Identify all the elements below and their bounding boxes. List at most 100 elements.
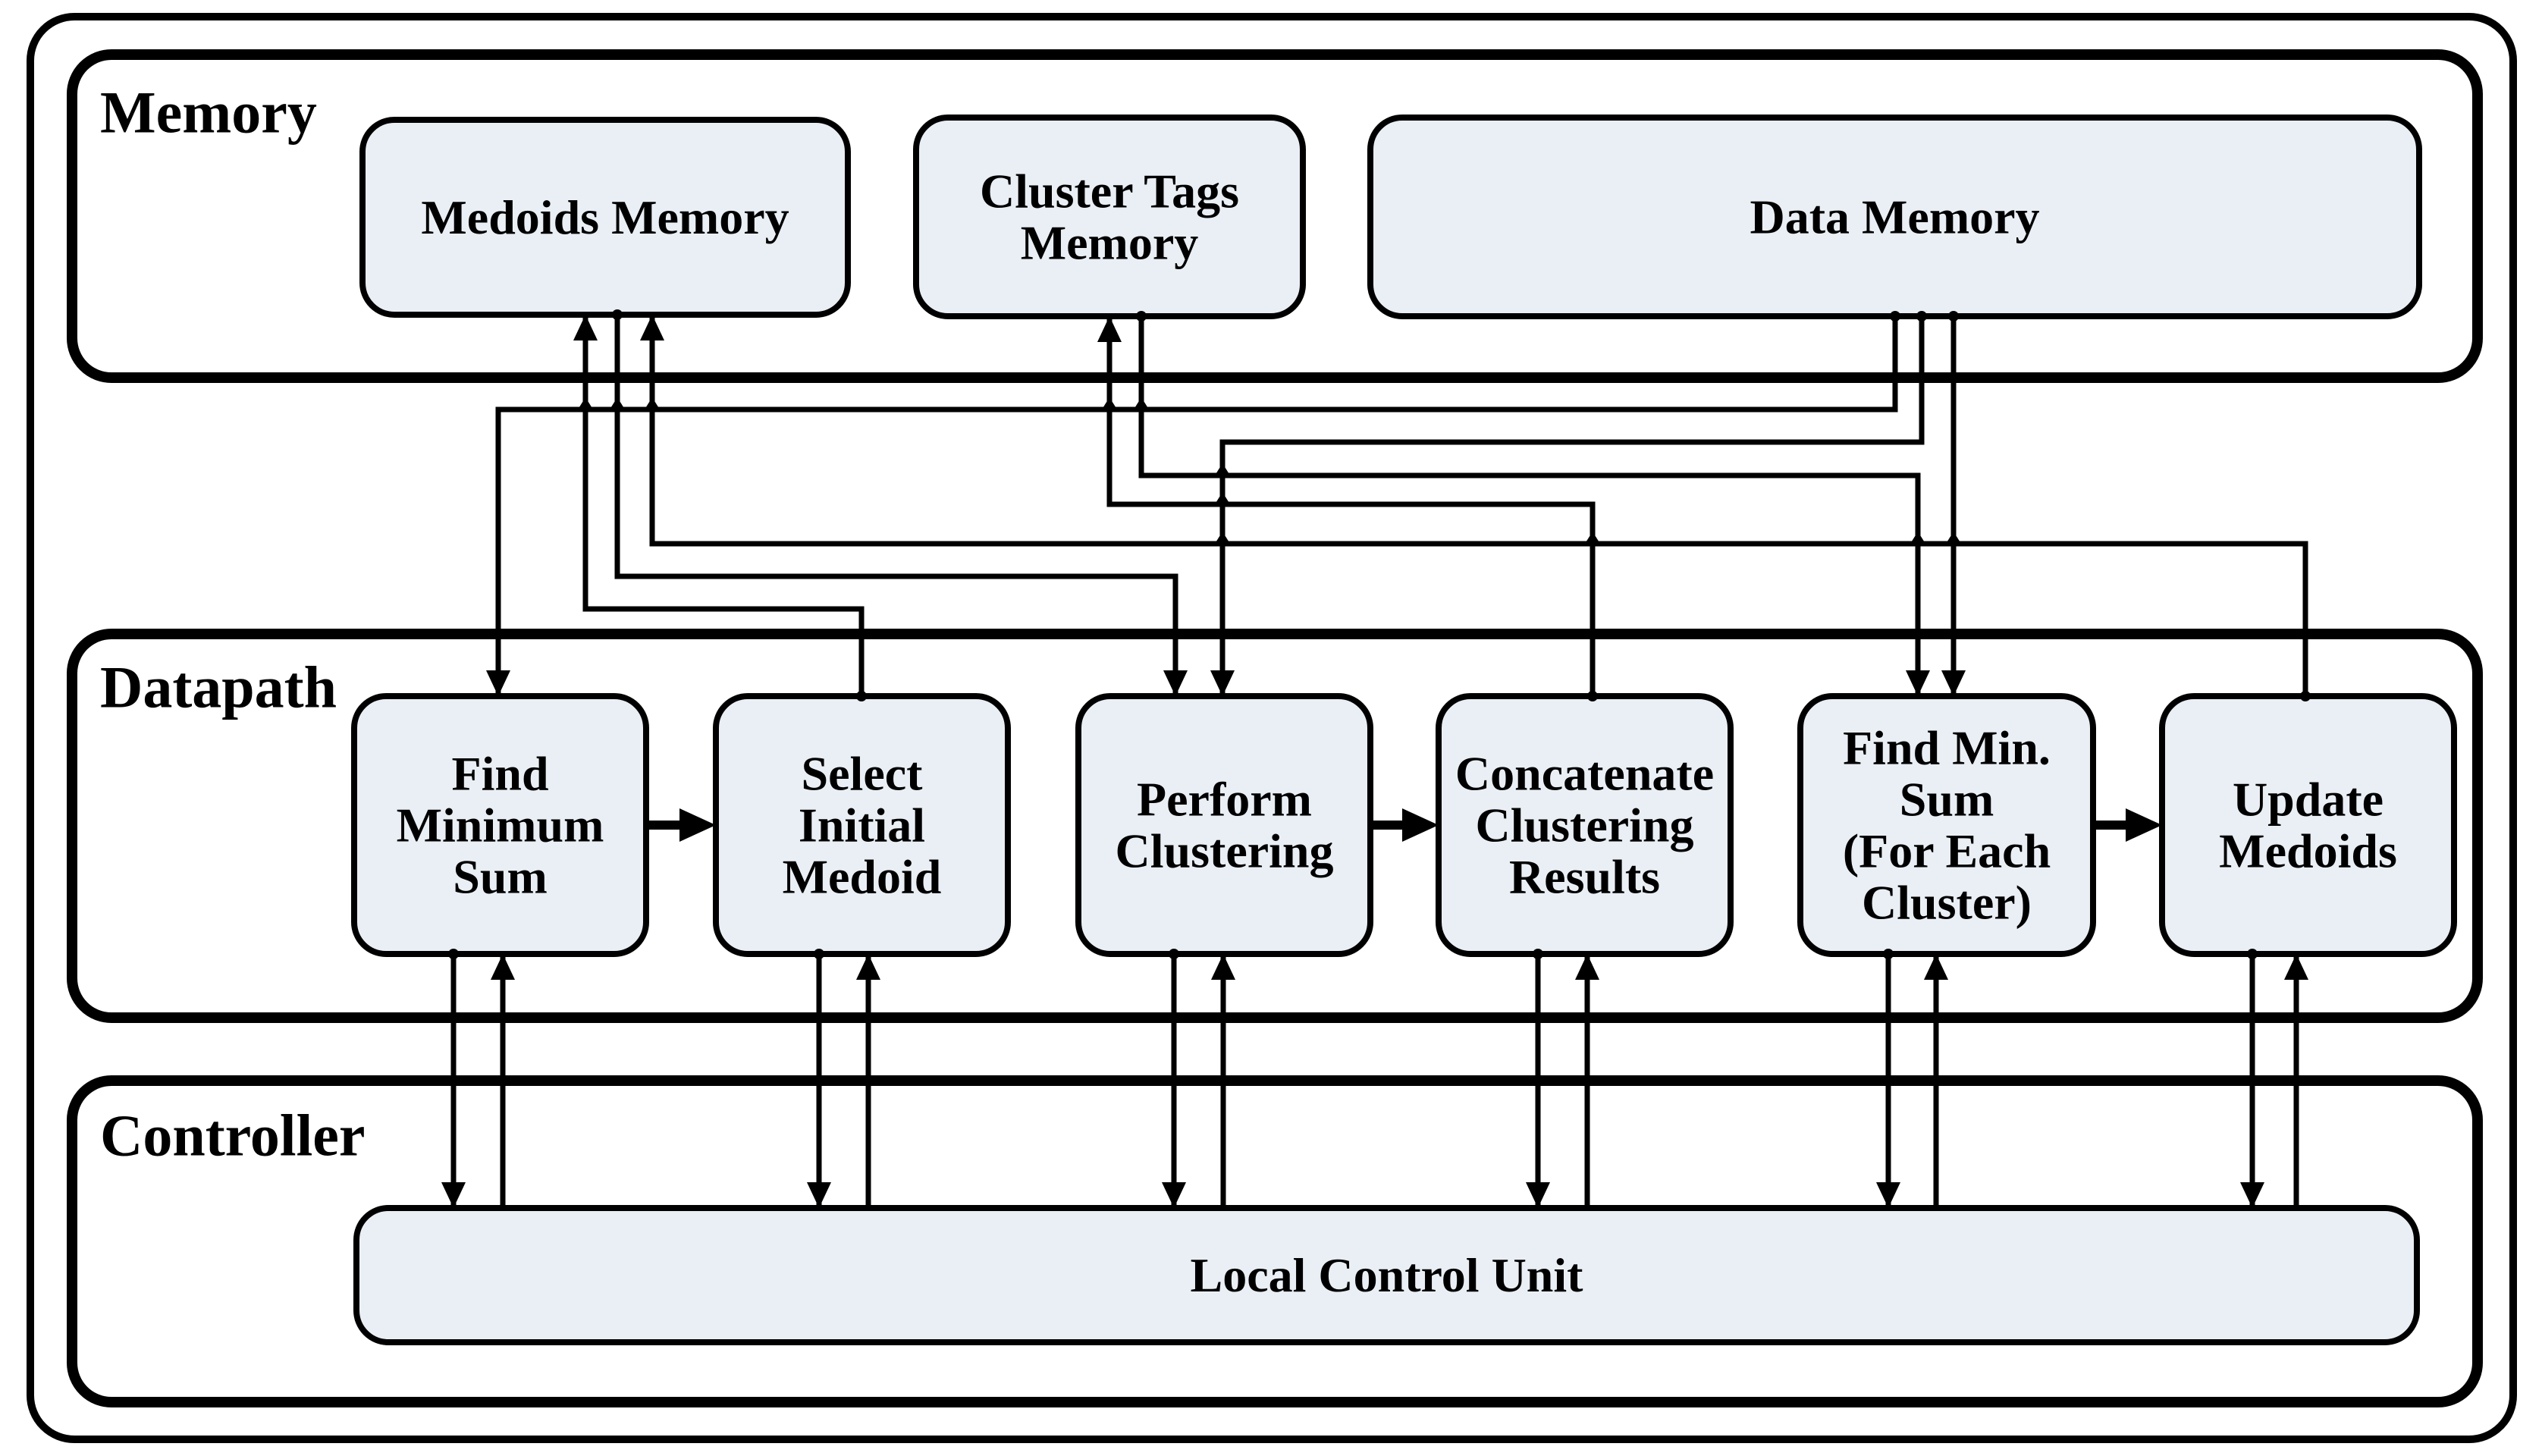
- wire-data-memory-to-find-minimum-sum-bus-arrowhead-icon: [486, 670, 510, 696]
- section-controller-border: [67, 1075, 2483, 1407]
- wire-lcu-to-perform-clustering-arrowhead-icon: [1211, 954, 1235, 980]
- section-memory: Memory: [67, 49, 2483, 383]
- junction-bump: [1213, 532, 1232, 546]
- box-data-memory-label-line: Data Memory: [1750, 190, 2039, 244]
- wire-medoids-memory-to-perform-clustering-junction-dot: [612, 309, 623, 320]
- wire-find-min-sum-cluster-to-lcu-arrowhead-icon: [1876, 1182, 1900, 1208]
- flow-arrow-find-minimum-sum-to-select-initial-medoid-arrowhead-icon: [679, 808, 716, 842]
- flow-arrow-find-minimum-sum-to-select-initial-medoid: [648, 808, 716, 842]
- box-update-medoids-label-line: Update: [2233, 773, 2384, 827]
- wire-select-initial-medoid-to-lcu: [807, 949, 831, 1208]
- wire-lcu-to-find-minimum-sum: [491, 954, 515, 1208]
- wire-cluster-tags-memory-to-find-min-sum-cluster-arrowhead-icon: [1906, 670, 1930, 696]
- junction-bump: [1100, 397, 1119, 412]
- box-find-min-sum-for-each-cluster-label-line: Sum: [1900, 773, 1994, 827]
- wire-lcu-to-concatenate-results-arrowhead-icon: [1575, 954, 1599, 980]
- wire-find-minimum-sum-to-lcu-arrowhead-icon: [441, 1182, 466, 1208]
- wire-find-minimum-sum-to-lcu: [441, 949, 466, 1208]
- box-concatenate-clustering-results-label-line: Clustering: [1476, 799, 1694, 852]
- box-find-minimum-sum-label-line: Minimum: [397, 799, 604, 852]
- box-find-min-sum-for-each-cluster-label-line: Find Min.: [1843, 721, 2051, 775]
- wire-find-minimum-sum-to-lcu-junction-dot: [448, 949, 459, 959]
- box-perform-clustering-label-line: Clustering: [1116, 824, 1334, 878]
- wire-update-medoids-to-medoids-memory-bus-arrowhead-icon: [640, 315, 664, 340]
- flow-arrow-perform-clustering-to-concatenate-results: [1372, 808, 1439, 842]
- wire-find-min-sum-cluster-to-lcu-junction-dot: [1883, 949, 1894, 959]
- flow-arrow-find-min-sum-cluster-to-update-medoids-arrowhead-icon: [2126, 808, 2162, 842]
- wire-lcu-to-update-medoids-arrowhead-icon: [2284, 954, 2308, 980]
- wire-update-medoids-to-lcu: [2240, 949, 2264, 1208]
- wire-perform-clustering-to-lcu-junction-dot: [1169, 949, 1179, 959]
- box-medoids-memory-label-line: Medoids Memory: [421, 190, 789, 244]
- wire-data-memory-to-find-minimum-sum-bus-junction-dot: [1890, 311, 1900, 322]
- wire-update-medoids-to-lcu-arrowhead-icon: [2240, 1182, 2264, 1208]
- wire-data-memory-to-perform-clustering-line: [1219, 316, 1925, 696]
- wire-data-memory-to-find-min-sum-cluster-arrowhead-icon: [1941, 670, 1966, 696]
- wire-update-medoids-to-medoids-memory-bus-line: [649, 315, 2308, 696]
- wire-lcu-to-select-initial-medoid: [856, 954, 880, 1208]
- box-find-min-sum-for-each-cluster-label-line: Cluster): [1862, 876, 2032, 930]
- box-medoids-memory: Medoids Memory: [359, 117, 851, 318]
- box-find-minimum-sum-label-line: Find: [451, 747, 548, 801]
- box-find-minimum-sum-label-line: Sum: [453, 850, 548, 904]
- box-local-control-unit: Local Control Unit: [353, 1205, 2420, 1345]
- section-datapath: Datapath: [67, 629, 2483, 1023]
- wire-select-initial-medoid-to-medoids-memory: [573, 315, 867, 701]
- section-memory-label: Memory: [100, 80, 317, 146]
- box-select-initial-medoid-label-line: Medoid: [783, 850, 942, 904]
- wire-medoids-memory-to-perform-clustering-arrowhead-icon: [1163, 670, 1188, 696]
- junction-bump: [1909, 532, 1927, 546]
- box-perform-clustering-label-line: Perform: [1137, 773, 1312, 827]
- flow-arrow-find-min-sum-cluster-to-update-medoids: [2095, 808, 2162, 842]
- box-local-control-unit-rect: [353, 1205, 2420, 1345]
- junction-bump: [643, 397, 661, 412]
- wire-medoids-memory-to-perform-clustering: [612, 309, 1188, 696]
- box-data-memory: Data Memory: [1367, 115, 2422, 319]
- junction-bump: [1132, 397, 1150, 412]
- wire-select-initial-medoid-to-lcu-arrowhead-icon: [807, 1182, 831, 1208]
- wire-data-memory-to-find-min-sum-cluster: [1941, 311, 1966, 696]
- wire-select-initial-medoid-to-medoids-memory-junction-dot: [856, 691, 867, 701]
- wire-concatenate-results-to-lcu: [1526, 949, 1550, 1208]
- section-controller: Controller: [67, 1075, 2483, 1407]
- section-datapath-border: [67, 629, 2483, 1023]
- wire-data-memory-to-find-min-sum-cluster-junction-dot: [1948, 311, 1959, 322]
- wire-perform-clustering-to-lcu: [1162, 949, 1186, 1208]
- wire-concatenate-results-to-lcu-arrowhead-icon: [1526, 1182, 1550, 1208]
- wire-cluster-tags-memory-to-find-min-sum-cluster-junction-dot: [1136, 311, 1147, 322]
- wire-select-initial-medoid-to-lcu-junction-dot: [814, 949, 824, 959]
- wire-lcu-to-perform-clustering: [1211, 954, 1235, 1208]
- wire-lcu-to-find-min-sum-cluster: [1924, 954, 1948, 1208]
- wire-select-initial-medoid-to-medoids-memory-arrowhead-icon: [573, 315, 598, 340]
- wire-lcu-to-update-medoids: [2284, 954, 2308, 1208]
- wire-select-initial-medoid-to-medoids-memory-line: [582, 315, 865, 696]
- wire-update-medoids-to-medoids-memory-bus-junction-dot: [2300, 691, 2311, 701]
- box-concatenate-clustering-results-label-line: Results: [1509, 850, 1660, 904]
- box-find-min-sum-for-each-cluster-label-line: (For Each: [1843, 824, 2051, 878]
- wire-update-medoids-to-lcu-junction-dot: [2247, 949, 2258, 959]
- wire-lcu-to-find-min-sum-cluster-arrowhead-icon: [1924, 954, 1948, 980]
- section-datapath-label: Datapath: [100, 654, 337, 720]
- wire-perform-clustering-to-lcu-arrowhead-icon: [1162, 1182, 1186, 1208]
- wire-cluster-tags-memory-to-find-min-sum-cluster: [1136, 311, 1930, 696]
- box-local-control-unit-label-line: Local Control Unit: [1191, 1248, 1584, 1302]
- wire-concatenate-results-to-cluster-tags-memory-arrowhead-icon: [1097, 316, 1122, 342]
- wire-lcu-to-select-initial-medoid-arrowhead-icon: [856, 954, 880, 980]
- wire-data-memory-to-perform-clustering-arrowhead-icon: [1210, 670, 1235, 696]
- junction-bump: [1213, 492, 1232, 507]
- junction-bump: [1944, 532, 1963, 546]
- wire-data-memory-to-perform-clustering-junction-dot: [1916, 311, 1927, 322]
- wire-find-min-sum-cluster-to-lcu: [1876, 949, 1900, 1208]
- wire-update-medoids-to-medoids-memory-bus: [640, 315, 2311, 701]
- box-select-initial-medoid-label-line: Select: [802, 747, 924, 801]
- box-select-initial-medoid-label-line: Initial: [799, 799, 925, 852]
